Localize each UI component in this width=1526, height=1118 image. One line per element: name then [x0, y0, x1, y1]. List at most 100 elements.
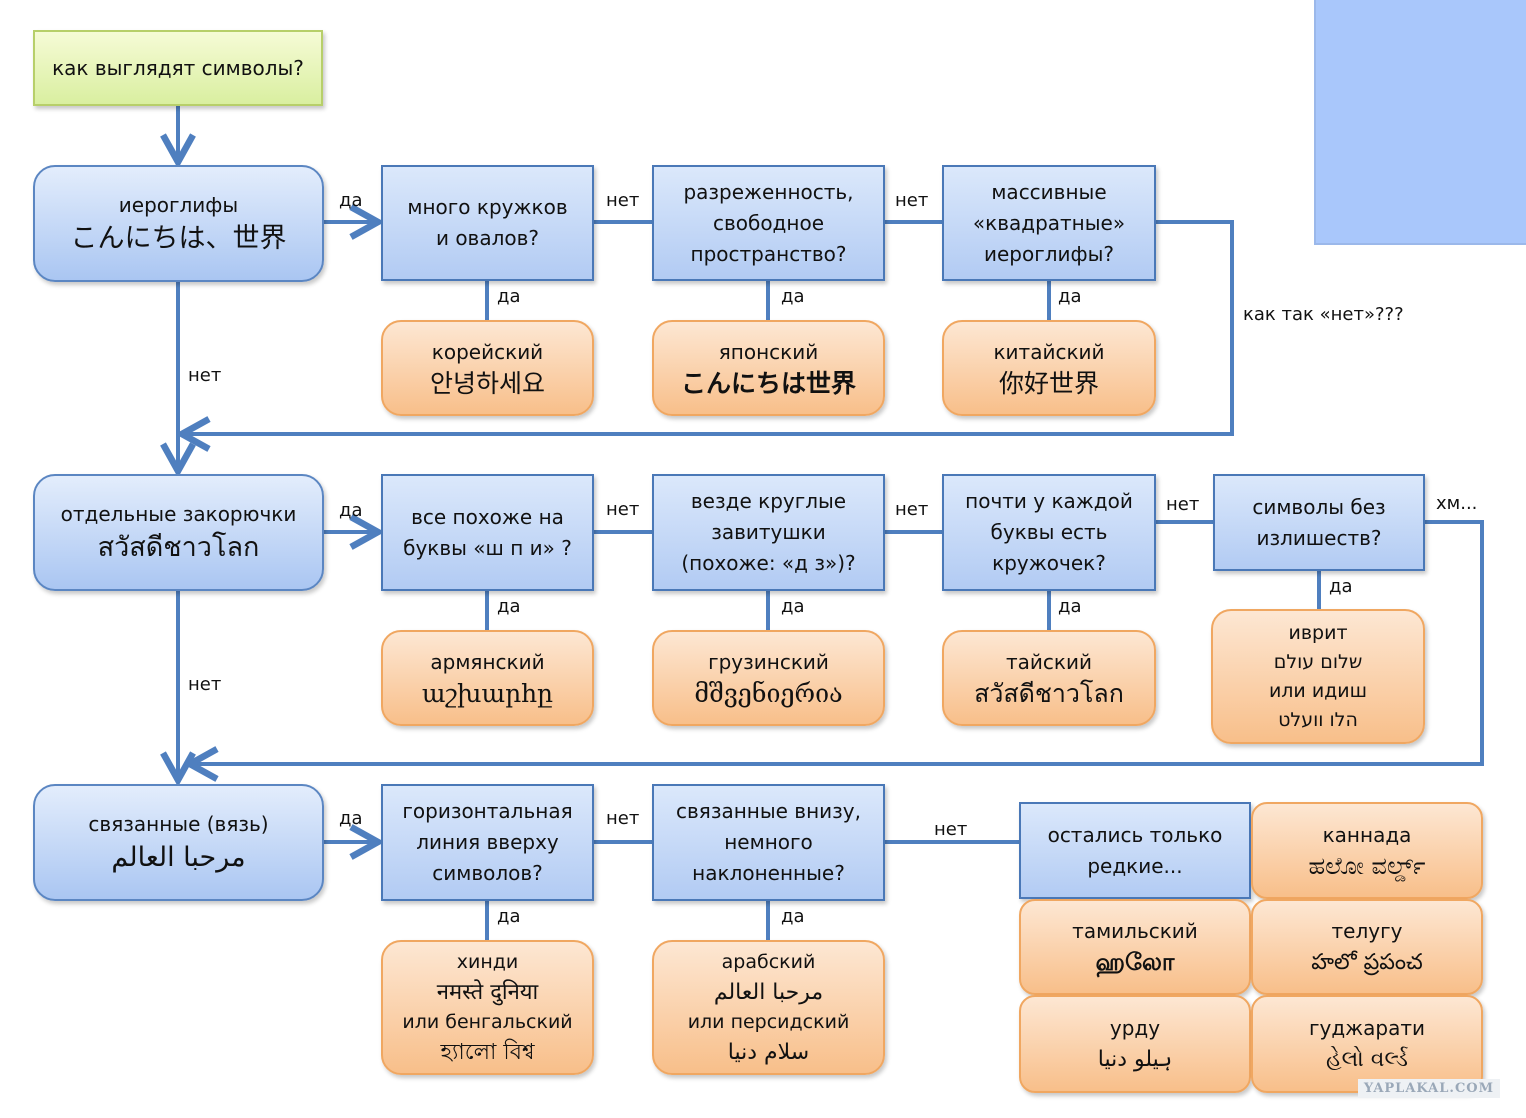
language-name: тамильский: [1072, 919, 1198, 943]
language-sample: שלום עולם: [1273, 650, 1363, 673]
result-korean: корейский 안녕하세요: [381, 320, 594, 416]
decision-circles-ovals: много кружков и овалов?: [381, 165, 594, 281]
result-georgian: грузинский მშვენიერია: [652, 630, 885, 726]
question-line: символов?: [432, 861, 543, 885]
result-japanese: японский こんにちは世界: [652, 320, 885, 416]
decision-like-sh-p-i: все похоже на буквы «ш п и» ?: [381, 474, 594, 591]
language-name: гуджарати: [1308, 1016, 1426, 1040]
edge-label-yes: да: [1058, 596, 1082, 617]
language-name: иврит: [1288, 621, 1348, 644]
question-line: везде круглые: [690, 489, 847, 513]
question-line: все похоже на: [411, 504, 564, 529]
language-sample: హలో ప్రపంచ: [1311, 950, 1423, 975]
edge-label-yes: да: [497, 906, 521, 927]
question-line: «квадратные»: [972, 210, 1126, 235]
alt-language-name: или бенгальский: [402, 1010, 573, 1033]
start-question: как выглядят символы?: [52, 55, 304, 80]
question-line: наклоненные?: [692, 861, 845, 885]
edge-r1-loop-back: [182, 220, 1234, 434]
question-line: символы без: [1252, 494, 1386, 519]
result-kannada: каннада ಹಲೋ ವರ್ಲ್ಡ್: [1251, 802, 1483, 899]
question-line: линия вверху: [416, 830, 559, 854]
question-line: кружочек?: [992, 551, 1106, 575]
result-hindi: хинди नमस्ते दुनिया или бенгальский হ্যা…: [381, 940, 594, 1075]
result-arabic: арабский مرحبا العالم или персидский سلا…: [652, 940, 885, 1075]
decision-square-glyphs: массивные «квадратные» иероглифы?: [942, 165, 1156, 281]
language-name: урду: [1109, 1016, 1161, 1040]
result-thai: тайский สวัสดีชาวโลก: [942, 630, 1156, 726]
edge-label-no: нет: [934, 819, 968, 840]
language-sample: ஹலோ: [1095, 948, 1175, 976]
question-line: остались только: [1047, 822, 1223, 847]
result-chinese: китайский 你好世界: [942, 320, 1156, 416]
question-line: иероглифы?: [983, 241, 1115, 266]
decision-little-circle: почти у каждой буквы есть кружочек?: [942, 474, 1156, 591]
question-line: свободное: [712, 210, 825, 235]
decision-only-rare-left: остались только редкие...: [1019, 802, 1251, 899]
category-label: иероглифы: [118, 193, 239, 217]
decorative-blue-block: [1314, 0, 1526, 245]
question-line: буквы есть: [990, 520, 1108, 544]
result-urdu: урду ہیلو دنیا: [1019, 995, 1251, 1093]
category-hieroglyphs: иероглифы こんにちは、世界: [33, 165, 324, 282]
edge-label-yes: да: [339, 500, 363, 521]
language-sample: مرحبا العالم: [713, 979, 824, 1005]
alt-language-name: или персидский: [687, 1010, 850, 1033]
edge-label-yes: да: [339, 808, 363, 829]
edge-label-hmm: хм...: [1436, 493, 1478, 514]
language-name: каннада: [1322, 822, 1412, 847]
edge-r2-loop-back: [190, 520, 1484, 764]
alt-language-sample: הלו וועלט: [1278, 708, 1358, 731]
question-line: завитушки: [711, 520, 826, 544]
category-sample: こんにちは、世界: [70, 223, 287, 254]
language-name: телугу: [1331, 919, 1403, 943]
edge-label-yes: да: [497, 596, 521, 617]
language-sample: હેલો વર્લ્ડ: [1326, 1047, 1408, 1072]
watermark: YAPLAKAL.COM: [1357, 1079, 1500, 1098]
edge-label-no: нет: [606, 190, 640, 211]
language-sample: ہیلو دنیا: [1097, 1047, 1173, 1072]
question-line: редкие...: [1087, 853, 1183, 878]
edge-label-yes: да: [781, 596, 805, 617]
result-tamil: тамильский ஹலோ: [1019, 899, 1251, 995]
alt-language-sample: سلام دنیا: [727, 1039, 810, 1065]
question-line: много кружков: [407, 195, 568, 219]
language-sample: สวัสดีชาวโลก: [974, 678, 1124, 708]
language-name: японский: [718, 339, 819, 364]
result-gujarati: гуджарати હેલો વર્લ્ડ: [1251, 995, 1483, 1093]
question-line: излишеств?: [1256, 525, 1382, 550]
edge-label-no: нет: [188, 365, 222, 386]
language-name: арабский: [721, 950, 816, 973]
question-line: буквы «ш п и» ?: [403, 535, 572, 560]
question-line: почти у каждой: [965, 489, 1133, 513]
result-armenian: армянский աշխարհը: [381, 630, 594, 726]
language-sample: नमस्ते दुनिया: [436, 979, 539, 1005]
edge-label-yes: да: [339, 190, 363, 211]
alt-language-sample: হ্যালো বিশ্ব: [440, 1039, 535, 1065]
question-line: горизонтальная: [402, 799, 573, 823]
decision-connected-below: связанные внизу, немного наклоненные?: [652, 784, 885, 901]
decision-sparse-space: разреженность, свободное пространство?: [652, 165, 885, 281]
start-node: как выглядят символы?: [33, 30, 323, 106]
category-label: отдельные закорючки: [60, 502, 297, 526]
edge-label-yes: да: [497, 286, 521, 307]
question-line: немного: [724, 830, 813, 854]
question-line: (похоже: «д з»)?: [681, 551, 856, 575]
decision-plain-symbols: символы без излишеств?: [1213, 474, 1425, 571]
decision-round-curls: везде круглые завитушки (похоже: «д з»)?: [652, 474, 885, 591]
result-telugu: телугу హలో ప్రపంచ: [1251, 899, 1483, 995]
language-sample: 你好世界: [998, 368, 1099, 398]
language-sample: こんにちは世界: [680, 368, 856, 398]
edge-label-no: нет: [606, 499, 640, 520]
decision-top-line: горизонтальная линия вверху символов?: [381, 784, 594, 901]
language-name: хинди: [456, 950, 519, 973]
language-sample: աշխարհը: [421, 678, 554, 708]
language-name: армянский: [430, 649, 545, 674]
edge-label-no: нет: [1166, 494, 1200, 515]
category-label: связанные (вязь): [88, 812, 269, 836]
edge-label-no: нет: [188, 674, 222, 695]
category-sample: สวัสดีชาวโลก: [97, 532, 260, 563]
edge-label-yes: да: [1329, 576, 1353, 597]
question-line: и овалов?: [435, 226, 540, 250]
